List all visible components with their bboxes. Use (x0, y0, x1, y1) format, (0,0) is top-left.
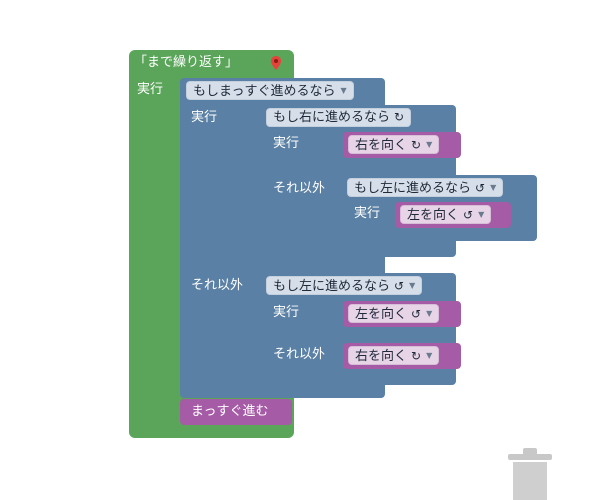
if-right-do-label: 実行 (273, 136, 300, 151)
if-left-inner-condition-text: もし左に進めるなら (354, 181, 472, 196)
turn-right-1-text: 右を向く (355, 138, 408, 153)
rotate-right-icon: ↻ (411, 349, 422, 363)
trash-can-icon[interactable] (508, 446, 552, 500)
if-left-inner-do-label: 実行 (354, 206, 381, 221)
rotate-left-icon: ↺ (394, 279, 405, 293)
if-straight-do-label: 実行 (191, 110, 218, 125)
if-left-outer-condition-dropdown[interactable]: もし左に進めるなら↺ ▼ (266, 276, 423, 295)
repeat-until-do-label: 実行 (137, 82, 164, 97)
move-forward-label: まっすぐ進む (191, 404, 269, 419)
turn-left-2-text: 左を向く (355, 307, 408, 322)
chevron-down-icon: ▼ (478, 210, 485, 219)
map-marker-icon (271, 56, 281, 70)
turn-right-2-dropdown[interactable]: 右を向く↻ ▼ (348, 346, 440, 365)
if-right-condition-dropdown[interactable]: もし右に進めるなら↻ (266, 108, 412, 127)
if-left-outer-do-label: 実行 (273, 305, 300, 320)
repeat-until-title: 「まで繰り返す」 (134, 55, 239, 70)
chevron-down-icon: ▼ (426, 309, 433, 318)
turn-left-1-dropdown[interactable]: 左を向く↺ ▼ (400, 205, 492, 224)
turn-right-2-text: 右を向く (355, 349, 408, 364)
rotate-right-icon: ↻ (411, 138, 422, 152)
if-right-condition-text: もし右に進めるなら (273, 110, 391, 125)
chevron-down-icon: ▼ (340, 86, 347, 95)
turn-left-1-text: 左を向く (407, 208, 460, 223)
move-forward-block[interactable] (180, 399, 292, 425)
turn-left-2-dropdown[interactable]: 左を向く↺ ▼ (348, 304, 440, 323)
rotate-left-icon: ↺ (475, 181, 486, 195)
if-right-else-label: それ以外 (273, 181, 326, 196)
rotate-left-icon: ↺ (411, 307, 422, 321)
turn-right-1-dropdown[interactable]: 右を向く↻ ▼ (348, 135, 440, 154)
if-left-inner-condition-dropdown[interactable]: もし左に進めるなら↺ ▼ (347, 178, 504, 197)
chevron-down-icon: ▼ (426, 351, 433, 360)
chevron-down-icon: ▼ (426, 140, 433, 149)
rotate-right-icon: ↻ (394, 110, 405, 124)
if-straight-condition-dropdown[interactable]: もしまっすぐ進めるなら ▼ (186, 81, 354, 100)
if-straight-condition-text: もしまっすぐ進めるなら (193, 84, 336, 99)
if-straight-else-label: それ以外 (191, 278, 244, 293)
rotate-left-icon: ↺ (463, 208, 474, 222)
if-left-outer-condition-text: もし左に進めるなら (273, 279, 391, 294)
if-left-outer-else-label: それ以外 (273, 347, 326, 362)
chevron-down-icon: ▼ (490, 183, 497, 192)
chevron-down-icon: ▼ (409, 281, 416, 290)
